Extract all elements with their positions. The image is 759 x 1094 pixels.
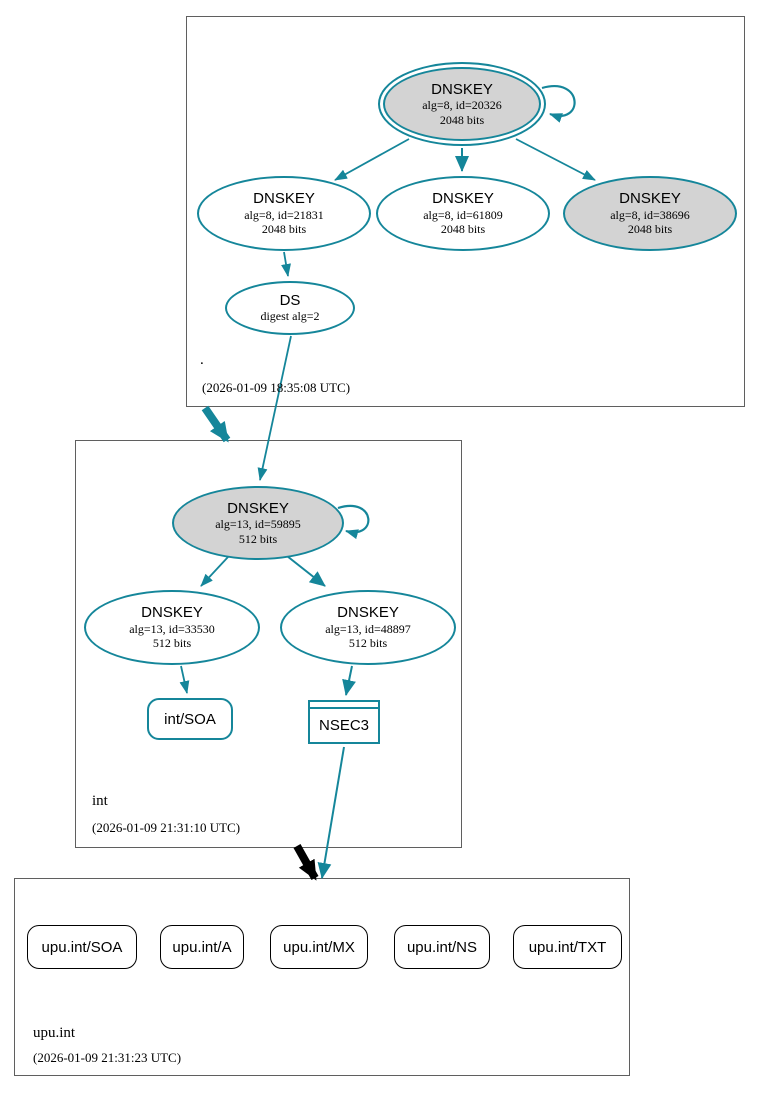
zone-box-upu-int [14,878,630,1076]
zone-box-root [186,16,745,407]
node-title: DNSKEY [619,190,681,208]
node-title: DNSKEY [432,190,494,208]
zone-timestamp-upu-int: (2026-01-09 21:31:23 UTC) [33,1050,182,1065]
node-int-nsec3: NSEC3 [308,700,380,744]
node-alg-id: alg=8, id=20326 [422,98,502,113]
rrset-label: upu.int/A [172,938,232,956]
node-alg-id: alg=13, id=48897 [325,621,411,636]
rrset-label: upu.int/NS [406,938,478,956]
node-int-zsk-33530: DNSKEY alg=13, id=33530 512 bits [84,590,260,665]
node-alg-id: alg=13, id=59895 [215,517,301,532]
node-title: DS [279,292,301,310]
zone-timestamp-int: (2026-01-09 21:31:10 UTC) [92,820,241,835]
node-bits: 512 bits [152,636,192,651]
rrset-label: upu.int/TXT [528,938,607,956]
zone-name-root: . [200,352,204,368]
node-upu-int-ns: upu.int/NS [394,925,490,969]
edge-int-to-upu-insecure-delegation [293,844,319,881]
node-upu-int-txt: upu.int/TXT [513,925,622,969]
node-upu-int-soa: upu.int/SOA [27,925,137,969]
node-upu-int-mx: upu.int/MX [270,925,368,969]
node-bits: 2048 bits [261,222,307,237]
node-root-zsk-21831: DNSKEY alg=8, id=21831 2048 bits [197,176,371,251]
node-alg-id: alg=13, id=33530 [129,621,215,636]
zone-name-int: int [92,793,108,809]
node-title: DNSKEY [227,499,289,517]
node-root-ksk-20326: DNSKEY alg=8, id=20326 2048 bits [378,62,546,146]
edge-root-to-int-delegation [201,405,231,443]
zone-name-upu-int: upu.int [33,1025,76,1041]
node-root-zsk-61809: DNSKEY alg=8, id=61809 2048 bits [376,176,550,251]
node-title: DNSKEY [431,80,493,98]
node-bits: 2048 bits [627,222,673,237]
node-upu-int-a: upu.int/A [160,925,244,969]
node-alg-id: alg=8, id=38696 [610,207,690,222]
node-root-zsk-38696: DNSKEY alg=8, id=38696 2048 bits [563,176,737,251]
node-digest-alg: digest alg=2 [260,309,320,324]
node-alg-id: alg=8, id=61809 [423,207,503,222]
node-title: DNSKEY [253,190,315,208]
rrset-label: int/SOA [164,710,216,728]
node-title: DNSKEY [337,604,399,622]
rrset-label: upu.int/SOA [41,938,123,956]
node-bits: 2048 bits [439,112,485,127]
zone-timestamp-root: (2026-01-09 18:35:08 UTC) [202,380,351,395]
rrset-label: upu.int/MX [283,938,355,956]
nsec3-label: NSEC3 [318,717,370,734]
node-bits: 512 bits [348,636,388,651]
nsec3-top-compartment [310,702,378,709]
node-alg-id: alg=8, id=21831 [244,207,324,222]
node-root-ds: DS digest alg=2 [225,281,355,335]
node-bits: 2048 bits [440,222,486,237]
node-int-ksk-59895: DNSKEY alg=13, id=59895 512 bits [172,486,344,560]
node-int-zsk-48897: DNSKEY alg=13, id=48897 512 bits [280,590,456,665]
node-bits: 512 bits [238,531,278,546]
node-int-soa: int/SOA [147,698,233,740]
node-title: DNSKEY [141,604,203,622]
